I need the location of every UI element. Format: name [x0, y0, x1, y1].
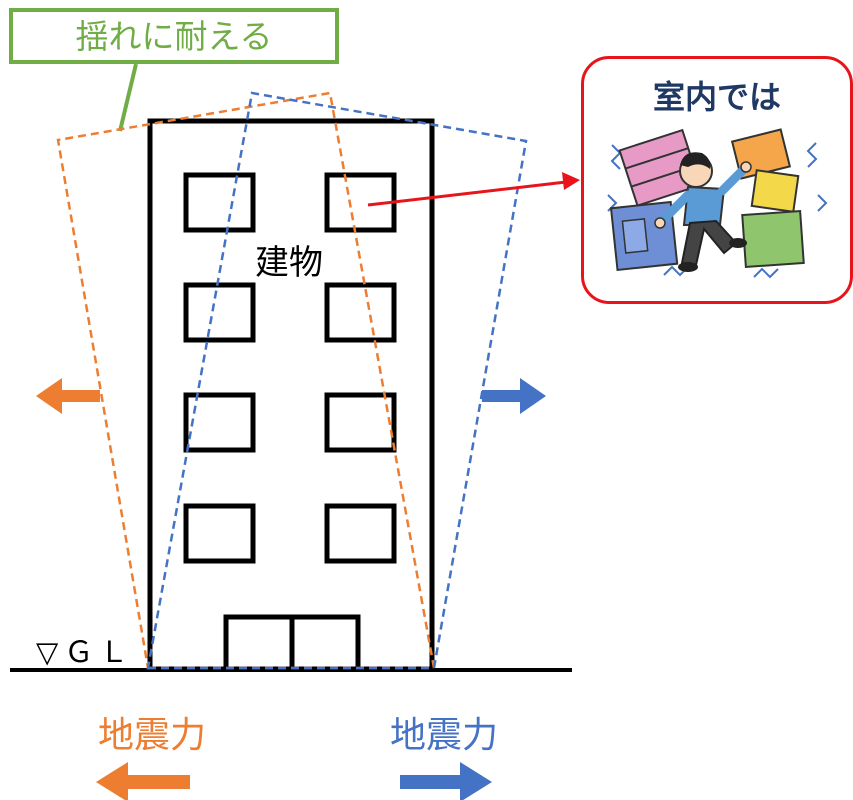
seismic-force-right-arrow — [400, 762, 492, 800]
building-label: 建物 — [255, 243, 323, 283]
ground-level-label: ▽ＧＬ — [36, 635, 135, 669]
left-sway-outline — [56, 91, 436, 670]
callout-arrow-line — [367, 180, 567, 207]
seismic-force-right-label: 地震力 — [390, 715, 499, 756]
window — [183, 172, 256, 233]
right-sway-outline — [146, 91, 528, 670]
label-leader-line — [118, 63, 138, 132]
seismic-force-left-arrow — [96, 762, 190, 800]
window — [324, 392, 397, 453]
person-falling-illustration — [607, 128, 828, 279]
indoor-title: 室内では — [652, 78, 781, 116]
entrance-door — [223, 614, 361, 672]
window — [183, 503, 256, 564]
withstand-shaking-label: 揺れに耐える — [9, 8, 339, 64]
left-sway-arrow — [36, 378, 100, 414]
window — [183, 282, 256, 343]
window — [324, 503, 397, 564]
seismic-force-left-label: 地震力 — [98, 715, 207, 756]
building-windows — [183, 172, 397, 564]
indoor-callout-panel: 室内では — [581, 56, 853, 304]
window — [183, 392, 256, 453]
right-sway-arrow — [482, 378, 546, 414]
callout-arrow-head — [562, 172, 580, 190]
window — [324, 282, 397, 343]
